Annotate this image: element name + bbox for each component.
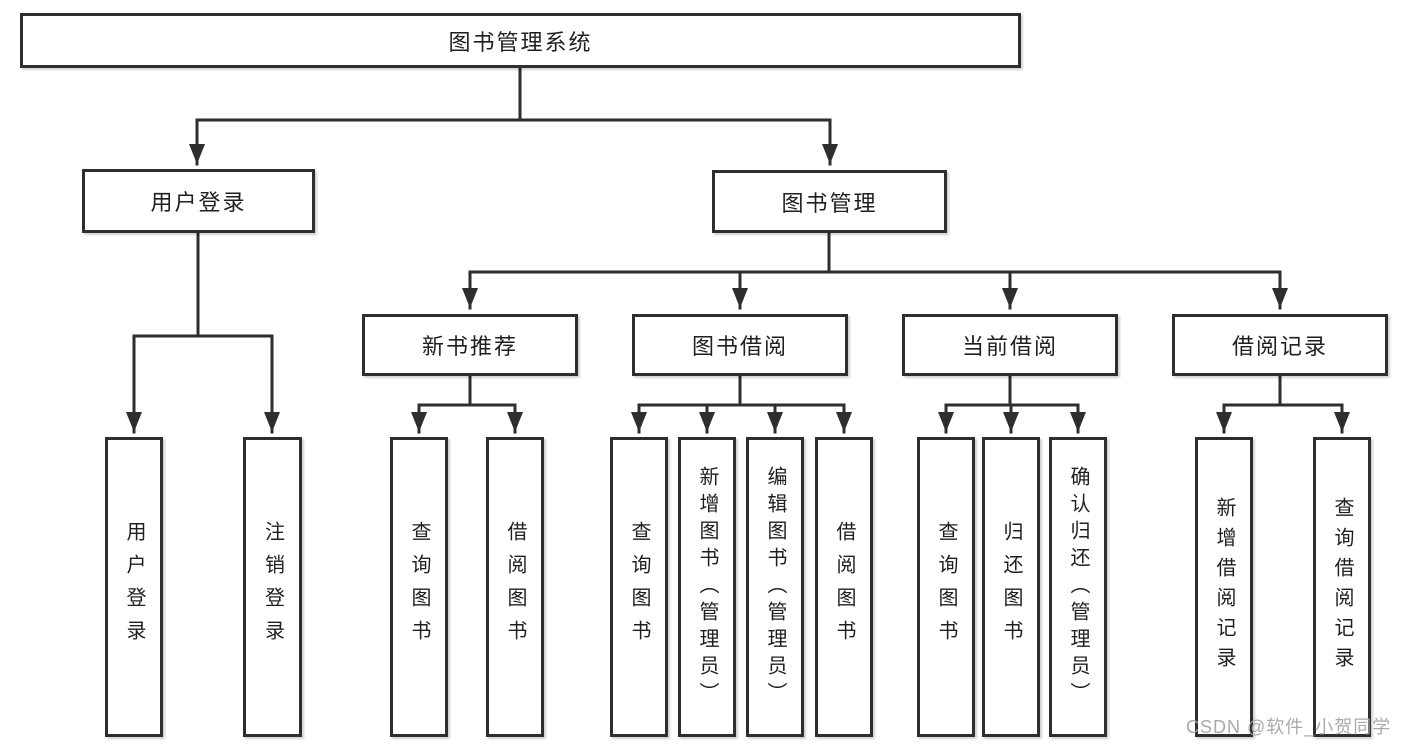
node-user-login: 用户登录: [82, 169, 315, 233]
node-borrow-records: 借阅记录: [1172, 314, 1388, 376]
leaf-edit-book-admin: 编辑图书（管理员）: [746, 437, 804, 737]
leaf-query-book-2: 查询图书: [610, 437, 668, 737]
node-label: 当前借阅: [961, 334, 1058, 359]
leaf-label: 借阅图书: [504, 521, 526, 653]
leaf-label: 确认归还（管理员）: [1067, 465, 1089, 709]
leaf-label: 归还图书: [1000, 521, 1022, 653]
leaf-label: 查询图书: [935, 521, 957, 653]
leaf-add-borrow-record: 新增借阅记录: [1195, 437, 1253, 737]
node-new-book-recommend: 新书推荐: [362, 314, 578, 376]
node-label: 借阅记录: [1231, 334, 1328, 359]
leaf-query-borrow-record: 查询借阅记录: [1313, 437, 1371, 737]
node-book-borrow: 图书借阅: [632, 314, 848, 376]
leaf-label: 新增图书（管理员）: [696, 465, 718, 709]
leaf-query-book-3: 查询图书: [917, 437, 975, 737]
leaf-borrow-book-1: 借阅图书: [486, 437, 544, 737]
leaf-return-book: 归还图书: [982, 437, 1040, 737]
node-library-management-system: 图书管理系统: [20, 13, 1021, 68]
leaf-label: 用户登录: [123, 521, 145, 653]
node-label: 新书推荐: [421, 334, 518, 359]
node-book-management: 图书管理: [712, 170, 947, 233]
leaf-confirm-return-admin: 确认归还（管理员）: [1049, 437, 1107, 737]
node-label: 图书管理: [781, 190, 878, 216]
node-label: 图书借阅: [691, 334, 788, 359]
leaf-logout: 注销登录: [243, 437, 302, 737]
node-label: 用户登录: [150, 190, 247, 215]
csdn-watermark: CSDN @软件_小贺同学: [1186, 717, 1392, 737]
leaf-label: 查询图书: [408, 521, 430, 653]
leaf-label: 借阅图书: [833, 521, 855, 653]
leaf-label: 查询借阅记录: [1331, 497, 1353, 677]
node-label: 图书管理系统: [448, 29, 593, 55]
leaf-user-login: 用户登录: [105, 437, 163, 737]
leaf-add-book-admin: 新增图书（管理员）: [678, 437, 736, 737]
leaf-label: 注销登录: [261, 521, 284, 653]
leaf-label: 新增借阅记录: [1213, 497, 1235, 677]
leaf-label: 编辑图书（管理员）: [764, 465, 786, 709]
leaf-query-book-1: 查询图书: [390, 437, 448, 737]
node-current-borrow: 当前借阅: [902, 314, 1118, 376]
leaf-borrow-book-2: 借阅图书: [815, 437, 873, 737]
leaf-label: 查询图书: [628, 521, 650, 653]
